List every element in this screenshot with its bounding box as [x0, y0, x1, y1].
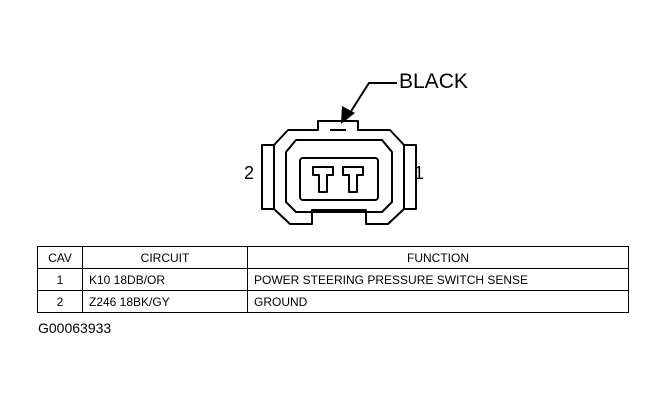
header-cav: CAV	[37, 246, 83, 269]
cav-cell: 1	[37, 268, 83, 291]
header-function: FUNCTION	[247, 246, 629, 269]
color-leader-arrowhead	[341, 106, 355, 124]
figure-id: G00063933	[38, 320, 112, 336]
pinout-table: CAV CIRCUIT FUNCTION 1 K10 18DB/OR POWER…	[37, 246, 629, 313]
pin-window	[299, 157, 379, 201]
connector-color-label: BLACK	[399, 70, 468, 93]
terminal-2	[312, 166, 334, 193]
cavity-2-label: 2	[244, 163, 255, 183]
cav-cell: 2	[37, 290, 83, 313]
table-row: 2 Z246 18BK/GY GROUND	[37, 290, 629, 313]
table-row: 1 K10 18DB/OR POWER STEERING PRESSURE SW…	[37, 268, 629, 291]
function-cell: GROUND	[247, 290, 629, 313]
table-header-row: CAV CIRCUIT FUNCTION	[37, 246, 629, 269]
header-circuit: CIRCUIT	[82, 246, 248, 269]
left-rib	[261, 144, 275, 210]
cavity-1-label: 1	[414, 163, 425, 183]
color-leader	[347, 82, 397, 117]
connector-inner-frame	[285, 139, 393, 213]
function-cell: POWER STEERING PRESSURE SWITCH SENSE	[247, 268, 629, 291]
circuit-cell: Z246 18BK/GY	[82, 290, 248, 313]
terminal-1	[342, 166, 364, 193]
circuit-cell: K10 18DB/OR	[82, 268, 248, 291]
